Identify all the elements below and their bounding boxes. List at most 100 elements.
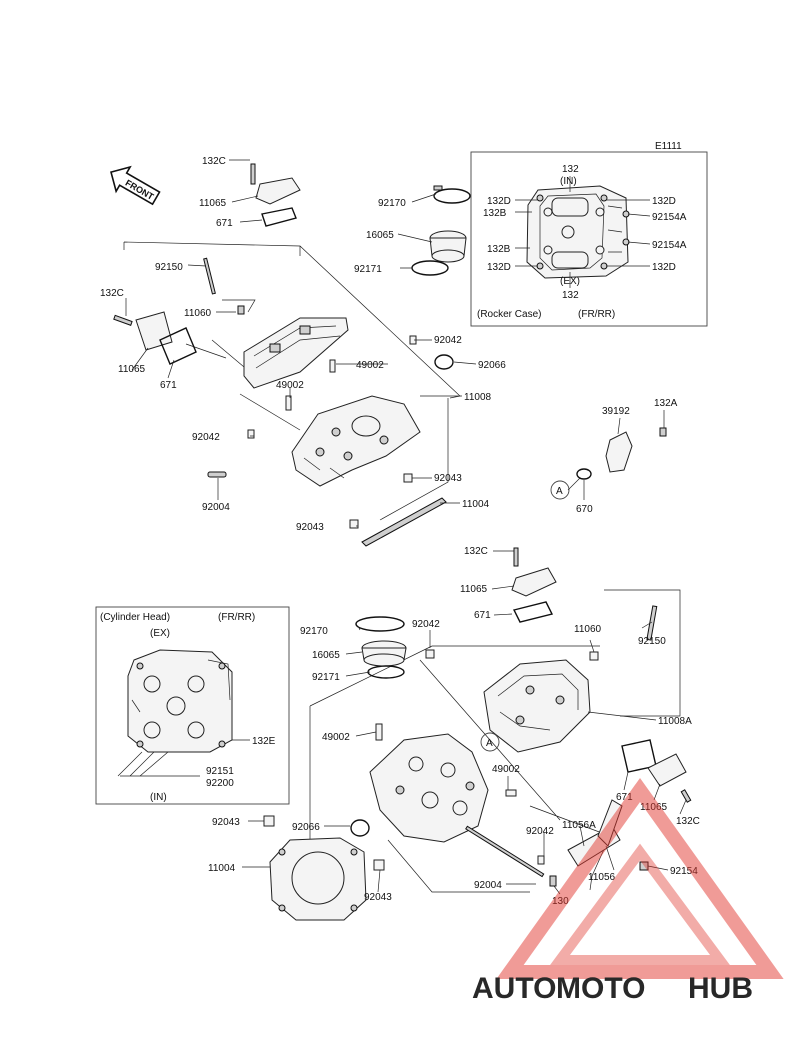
lower-label: 49002 (492, 764, 520, 775)
rocker-case-drawing (526, 185, 630, 279)
upper-rocker-case (243, 317, 349, 389)
inset-head-label: 92151 (206, 766, 234, 777)
inset-rocker-label: 92154A (652, 240, 687, 251)
lower-label: 92043 (212, 817, 240, 828)
lower-label: 11004 (208, 863, 236, 874)
lower-intake-boot (355, 616, 407, 679)
lower-label: 92004 (474, 880, 502, 891)
inset-head-caption-sub: (FR/RR) (218, 612, 255, 623)
lower-label: 11056A (562, 820, 596, 831)
upper-label: 92150 (155, 262, 183, 273)
inset-rocker-caption-sub: (FR/RR) (578, 309, 615, 320)
lower-label: 671 (616, 792, 633, 803)
inset-rocker-ex: (EX) (560, 276, 580, 287)
upper-label: 671 (216, 218, 233, 229)
lower-cylinder-head (369, 733, 489, 843)
ref-circle-a (550, 480, 570, 500)
front-arrow-icon: FRONT (110, 165, 161, 206)
upper-label: 49002 (356, 360, 384, 371)
upper-label: 92004 (202, 502, 230, 513)
upper-label: 16065 (366, 230, 394, 241)
inset-rocker-caption: (Rocker Case) (477, 309, 541, 320)
inset-cylinder-head: (Cylinder Head) (FR/RR) (EX) 132E 92151 … (95, 606, 290, 805)
inset-rocker-label: 92154A (652, 212, 687, 223)
upper-label: 132C (202, 156, 226, 167)
lower-label: 671 (474, 610, 491, 621)
lower-label: A (486, 738, 493, 749)
inset-rocker-in: (IN) (560, 176, 577, 187)
lower-label: 92042 (526, 826, 554, 837)
upper-label: 11065 (199, 198, 227, 209)
inset-head-drawing (127, 649, 233, 753)
lower-label: 92170 (300, 626, 328, 637)
lower-label: 132C (464, 546, 488, 557)
upper-label: 92042 (434, 335, 462, 346)
inset-rocker-label: 132B (483, 208, 507, 219)
inset-rocker-label: 132B (487, 244, 511, 255)
side-label: A (556, 486, 563, 497)
inset-rocker-case: 132 (IN) 132D 132D 132B 92154A 132B 9215… (470, 151, 708, 327)
upper-label: 92066 (478, 360, 506, 371)
upper-label: 92170 (378, 198, 406, 209)
lower-label: 49002 (322, 732, 350, 743)
lower-base-gasket (269, 837, 367, 921)
inset-rocker-label: 132D (487, 262, 511, 273)
upper-left-cover (113, 311, 197, 365)
lower-label: 132C (676, 816, 700, 827)
upper-label: 49002 (276, 380, 304, 391)
upper-label: 671 (160, 380, 177, 391)
upper-label: 11004 (462, 499, 490, 510)
lower-right-cover (621, 739, 692, 803)
lower-rocker-case (483, 659, 591, 753)
upper-intake-boot (411, 185, 471, 276)
lower-label: 130 (552, 896, 569, 907)
lower-label: 92154 (670, 866, 698, 877)
lower-label: 11056 (588, 872, 616, 883)
side-label: 670 (576, 504, 593, 515)
upper-assembly: 132C 11065 671 92150 132C 11060 11065 67… (100, 156, 506, 547)
inset-rocker-label: 132D (652, 262, 676, 273)
watermark-hub: HUB (688, 972, 753, 1005)
upper-cylinder-head (291, 395, 421, 487)
lower-label: 92042 (412, 619, 440, 630)
upper-label: 92043 (434, 473, 462, 484)
lower-chain-guide (549, 799, 649, 887)
inset-head-frame (95, 606, 290, 805)
upper-label: 92042 (192, 432, 220, 443)
upper-label: 11065 (118, 364, 146, 375)
upper-label: 11060 (184, 308, 212, 319)
watermark-triangle-icon (496, 777, 784, 979)
upper-gasket (361, 497, 447, 547)
side-fitting: 39192 132A A 670 (550, 398, 678, 515)
diagram-code: E1111 (655, 141, 682, 152)
inset-head-label: 132E (252, 736, 276, 747)
watermark-moto: MOTO (556, 972, 645, 1005)
upper-label: 92171 (354, 264, 382, 275)
inset-rocker-frame (470, 151, 708, 327)
lower-label: 92150 (638, 636, 666, 647)
inset-head-label: 92200 (206, 778, 234, 789)
ref-circle-a (480, 732, 500, 752)
lower-assembly: 132C 11065 671 11060 92150 92170 92042 1… (208, 546, 700, 921)
lower-label: 16065 (312, 650, 340, 661)
lower-label: 11060 (574, 624, 602, 635)
inset-rocker-label: 132 (562, 290, 579, 301)
lower-label: 92171 (312, 672, 340, 683)
lower-rocker-cover (511, 547, 557, 623)
upper-rocker-cover (250, 163, 301, 227)
lower-label: 11008A (658, 716, 692, 727)
inset-rocker-label: 132D (487, 196, 511, 207)
inset-rocker-label: 132 (562, 164, 579, 175)
lower-label: 92043 (364, 892, 392, 903)
inset-rocker-label: 132D (652, 196, 676, 207)
lower-label: 11065 (640, 802, 668, 813)
inset-head-caption: (Cylinder Head) (100, 612, 170, 623)
upper-label: 11008 (464, 392, 492, 403)
upper-label: 92043 (296, 522, 324, 533)
lower-label: 92066 (292, 822, 320, 833)
watermark-logo: AUTO MOTO HUB (472, 777, 784, 1005)
watermark-auto: AUTO (472, 972, 556, 1005)
lower-label: 11065 (460, 584, 488, 595)
